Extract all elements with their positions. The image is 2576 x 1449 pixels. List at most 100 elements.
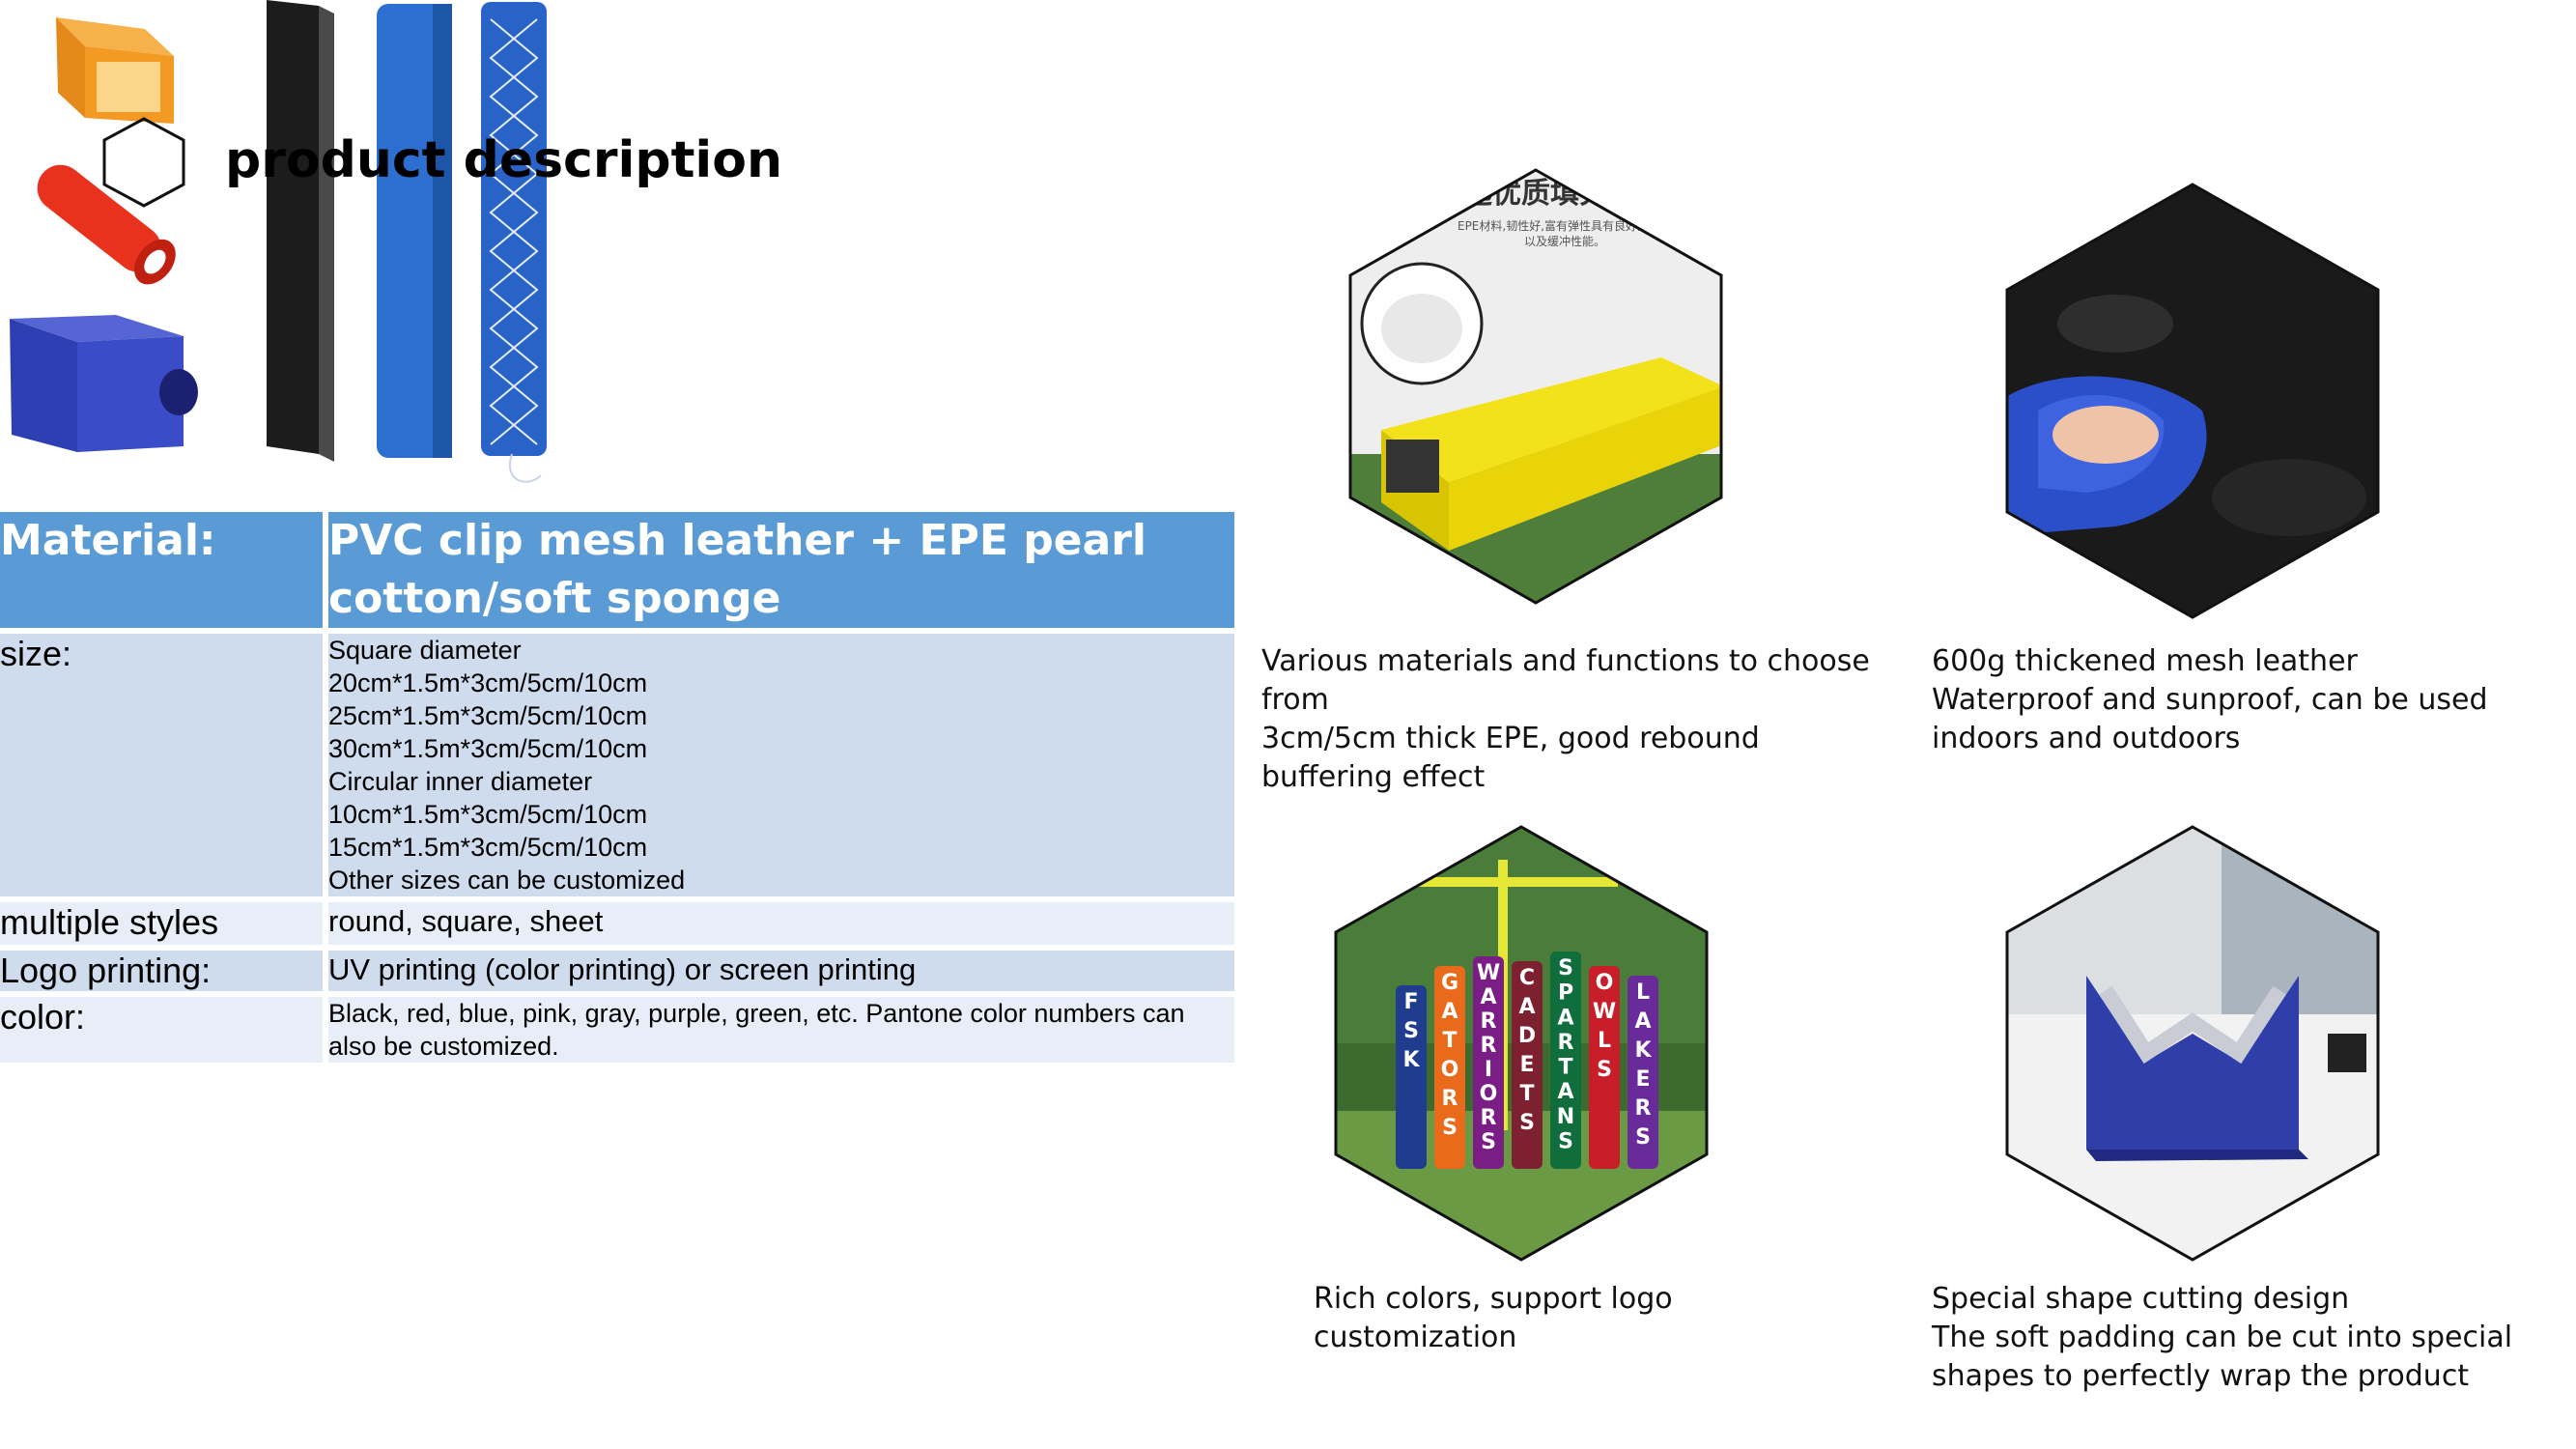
- logo-pad-letter: A: [1441, 1000, 1458, 1024]
- logo-pad-letter: S: [1635, 1125, 1651, 1150]
- logo-pad-letter: R: [1481, 1034, 1497, 1058]
- logo-pad: [1628, 976, 1658, 1169]
- logo-pad-letter: R: [1481, 1009, 1497, 1034]
- logo-pad-letter: W: [1593, 1000, 1616, 1024]
- page-title: product description: [225, 131, 783, 189]
- blue-column-pad: [377, 4, 452, 458]
- logo-pad-letter: T: [1519, 1082, 1534, 1106]
- logo-pad-letter: A: [1557, 1006, 1573, 1030]
- caption-line: Rich colors, support logo customization: [1314, 1282, 1673, 1354]
- logo-pad-letter: O: [1480, 1082, 1498, 1106]
- size-line: Circular inner diameter: [328, 767, 593, 796]
- feature-caption-materials: Various materials and functions to choos…: [1261, 642, 1880, 797]
- logo-pad-letter: L: [1636, 980, 1650, 1005]
- size-row: size: Square diameter 20cm*1.5m*3cm/5cm/…: [0, 628, 1234, 899]
- size-label: size:: [0, 628, 328, 899]
- logo-pad-letter: K: [1634, 1038, 1652, 1063]
- epe-banner-title: 选优质填充: [1463, 177, 1608, 211]
- logo-pad-group: FSKGATORSWARRIORSCADETSSPARTANSOWLSLAKER…: [1396, 952, 1658, 1169]
- logo-pad: [1473, 956, 1504, 1169]
- logo-pad-letter: P: [1558, 981, 1573, 1006]
- logo-pad-letter: R: [1558, 1031, 1574, 1055]
- logo-pad-letter: G: [1441, 971, 1458, 995]
- logo-pad-letter: K: [1402, 1048, 1420, 1072]
- logo-pad: [1550, 952, 1581, 1169]
- material-row: Material: PVC clip mesh leather + EPE pe…: [0, 512, 1234, 631]
- size-line: 10cm*1.5m*3cm/5cm/10cm: [328, 800, 648, 829]
- caption-line: The soft padding can be cut into special…: [1932, 1321, 2513, 1393]
- logo-pad: [1512, 961, 1543, 1169]
- logo-pad-letter: O: [1441, 1058, 1459, 1082]
- logo-value: UV printing (color printing) or screen p…: [326, 945, 1234, 994]
- caption-line: 600g thickened mesh leather: [1932, 644, 2358, 678]
- styles-row: multiple styles round, square, sheet: [0, 896, 1234, 948]
- logo-row: Logo printing: UV printing (color printi…: [0, 945, 1234, 994]
- size-line: 30cm*1.5m*3cm/5cm/10cm: [328, 734, 648, 763]
- color-label: color:: [0, 991, 328, 1063]
- logo-pad: [1396, 985, 1427, 1169]
- styles-label: multiple styles: [0, 896, 328, 948]
- size-line: 25cm*1.5m*3cm/5cm/10cm: [328, 701, 648, 730]
- size-line: Other sizes can be customized: [328, 866, 686, 895]
- orange-square-pad: [56, 17, 174, 124]
- logo-pad-letter: R: [1635, 1096, 1652, 1121]
- logo-pad-letter: R: [1481, 1106, 1497, 1130]
- color-row: color: Black, red, blue, pink, gray, pur…: [0, 991, 1234, 1063]
- logo-pad-letter: A: [1557, 1080, 1573, 1104]
- material-label: Material:: [0, 512, 328, 631]
- hex-image-special-cut: [2005, 825, 2380, 1262]
- hex-image-waterproof-leather: [2005, 183, 2380, 619]
- logo-pad-letter: I: [1485, 1058, 1492, 1082]
- logo-pad-letter: S: [1558, 956, 1573, 980]
- logo-pad-letter: S: [1519, 1111, 1535, 1135]
- logo-pad-letter: A: [1480, 985, 1496, 1009]
- logo-pad-letter: R: [1442, 1087, 1458, 1111]
- logo-pad-letter: A: [1634, 1009, 1651, 1034]
- feature-caption-shape: Special shape cutting design The soft pa…: [1932, 1280, 2531, 1396]
- red-round-pad: [37, 164, 176, 285]
- logo-pad-letter: F: [1403, 990, 1418, 1014]
- logo-pad-letter: D: [1518, 1024, 1536, 1048]
- feature-caption-leather: 600g thickened mesh leather Waterproof a…: [1932, 642, 2511, 758]
- logo-pad: [1434, 966, 1465, 1169]
- logo-pad: [1589, 966, 1620, 1169]
- logo-pad-letter: W: [1477, 961, 1500, 985]
- caption-line: Special shape cutting design: [1932, 1282, 2350, 1316]
- logo-pad-letter: E: [1519, 1053, 1534, 1077]
- spec-table: Material: PVC clip mesh leather + EPE pe…: [0, 512, 1234, 1063]
- hexagon-icon: [102, 117, 185, 208]
- logo-pad-letter: S: [1597, 1058, 1612, 1082]
- logo-pad-letter: S: [1481, 1130, 1496, 1154]
- logo-pad-letter: E: [1635, 1067, 1650, 1092]
- logo-pad-letter: T: [1558, 1056, 1572, 1080]
- styles-value: round, square, sheet: [326, 896, 1234, 948]
- logo-pad-letter: A: [1518, 995, 1535, 1019]
- hex-image-epe-pad: 选优质填充 EPE材料,韧性好,富有弹性具有良好的隔离 以及缓冲性能。: [1348, 168, 1723, 605]
- caption-line: 3cm/5cm thick EPE, good rebound bufferin…: [1261, 722, 1760, 794]
- logo-pad-letter: C: [1519, 966, 1535, 990]
- black-column-pad: [267, 0, 334, 462]
- size-line: Square diameter: [328, 636, 522, 665]
- size-value: Square diameter 20cm*1.5m*3cm/5cm/10cm 2…: [326, 628, 1234, 899]
- logo-label: Logo printing:: [0, 945, 328, 994]
- caption-line: Various materials and functions to choos…: [1261, 644, 1870, 717]
- size-line: 20cm*1.5m*3cm/5cm/10cm: [328, 668, 648, 697]
- hex-image-logo-pads: FSKGATORSWARRIORSCADETSSPARTANSOWLSLAKER…: [1334, 825, 1709, 1262]
- logo-pad-letter: S: [1403, 1019, 1419, 1043]
- laced-column-pad: [481, 2, 547, 483]
- caption-line: Waterproof and sunproof, can be used ind…: [1932, 683, 2488, 755]
- logo-pad-letter: T: [1442, 1029, 1457, 1053]
- color-value: Black, red, blue, pink, gray, purple, gr…: [326, 991, 1234, 1063]
- epe-banner-sub: EPE材料,韧性好,富有弹性具有良好的隔离: [1458, 218, 1672, 233]
- feature-caption-colors: Rich colors, support logo customization: [1314, 1280, 1854, 1357]
- product-photo-paddings: [10, 0, 547, 483]
- logo-pad-letter: L: [1598, 1029, 1611, 1053]
- epe-banner-sub: 以及缓冲性能。: [1524, 234, 1605, 248]
- logo-pad-letter: S: [1558, 1129, 1573, 1153]
- size-line: 15cm*1.5m*3cm/5cm/10cm: [328, 833, 648, 862]
- logo-pad-letter: S: [1442, 1116, 1458, 1140]
- logo-pad-letter: N: [1557, 1105, 1574, 1129]
- material-value: PVC clip mesh leather + EPE pearl cotton…: [326, 512, 1234, 631]
- logo-pad-letter: O: [1596, 971, 1614, 995]
- blue-box-pad: [10, 315, 198, 452]
